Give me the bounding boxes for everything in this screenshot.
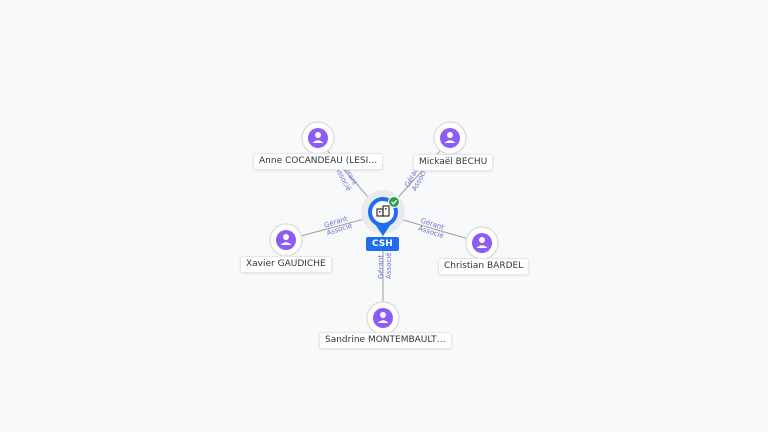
person-node-xavier[interactable]	[269, 223, 303, 257]
company-label[interactable]: CSH	[366, 237, 399, 251]
person-icon	[476, 237, 488, 248]
person-node-christian[interactable]	[465, 226, 499, 260]
person-name-christian[interactable]: Christian BARDEL	[438, 258, 530, 275]
person-name-mickael[interactable]: Mickaël BECHU	[413, 154, 494, 171]
person-icon	[377, 312, 389, 323]
person-icon	[280, 234, 292, 245]
person-name-anne[interactable]: Anne COCANDEAU (LESI…	[253, 153, 384, 170]
edge-label-sandrine-role1: Gérant	[377, 255, 385, 279]
person-name-xavier[interactable]: Xavier GAUDICHE	[240, 256, 332, 273]
person-icon	[312, 132, 324, 143]
person-icon	[444, 132, 456, 143]
check-icon	[388, 196, 400, 208]
edge-label-sandrine-role2: Associé	[385, 253, 393, 279]
building-icon	[376, 205, 390, 217]
person-name-sandrine[interactable]: Sandrine MONTEMBAULT…	[319, 332, 452, 349]
person-node-sandrine[interactable]	[366, 301, 400, 335]
person-node-mickael[interactable]	[433, 121, 467, 155]
center-node[interactable]	[361, 190, 405, 236]
person-node-anne[interactable]	[301, 121, 335, 155]
